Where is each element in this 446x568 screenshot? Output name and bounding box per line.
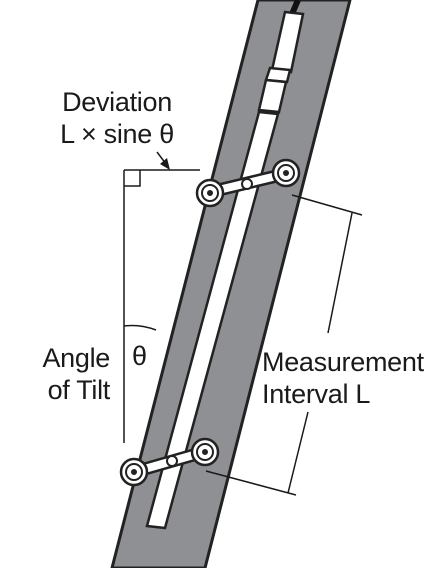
theta-symbol: θ	[132, 341, 147, 371]
deviation-label-line1: Deviation	[62, 87, 172, 117]
angle-of-tilt-label-line2: of Tilt	[47, 375, 111, 405]
upper-pivot	[241, 178, 253, 190]
upper-wheel-assembly	[195, 158, 301, 208]
interval-dimension-lower	[287, 411, 309, 494]
deviation-label-line2: L × sine θ	[60, 119, 174, 149]
angle-of-tilt-label-line1: Angle	[42, 343, 110, 373]
right-angle-marker	[124, 170, 141, 187]
probe-connector-lower	[257, 78, 288, 114]
lower-pivot	[166, 455, 178, 467]
measurement-interval-label-line1: Measurement	[262, 347, 424, 377]
measurement-interval-label-line2: Interval L	[262, 379, 371, 409]
interval-dimension-upper	[327, 212, 353, 334]
probe-connector-upper	[270, 10, 305, 74]
tilt-angle-arc	[123, 324, 157, 331]
interval-top-extension	[291, 194, 363, 216]
lower-wheel-assembly	[119, 437, 220, 487]
interval-bottom-extension	[205, 470, 297, 496]
probe-body	[145, 110, 280, 530]
